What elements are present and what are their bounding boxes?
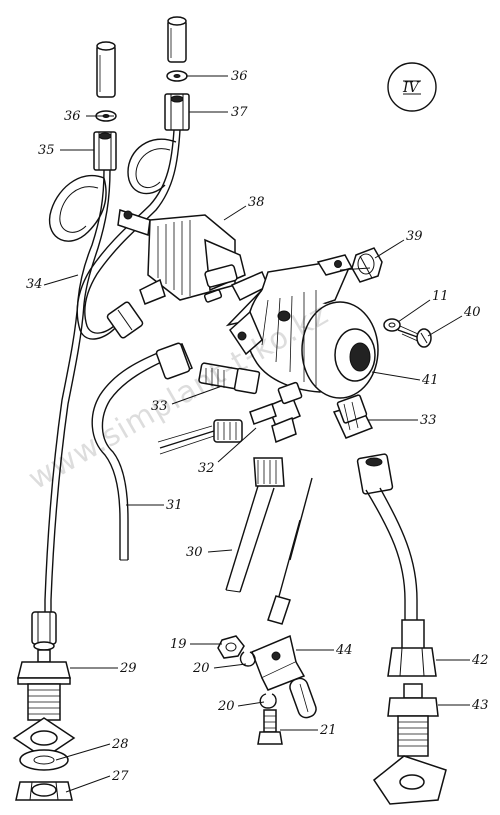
callout-38: 38: [248, 195, 265, 210]
callout-44: 44: [335, 643, 353, 658]
callout-35: 35: [38, 143, 55, 158]
pipe-30: [225, 457, 285, 593]
callout-30: 30: [186, 545, 203, 560]
solenoid-38: [117, 209, 269, 305]
union-nut-pipe-end: [106, 301, 144, 339]
fitting-29: [17, 649, 71, 721]
section-label: IV: [402, 80, 421, 96]
motor-housing-41: [225, 254, 379, 399]
pin: [289, 677, 317, 719]
callout-27: 27: [111, 769, 129, 784]
washer-36-right: [166, 70, 188, 82]
tube-cap-right: [167, 16, 187, 63]
union-nut-35: [93, 131, 117, 171]
nut-19: [217, 635, 245, 659]
union-nut-42: [387, 619, 437, 677]
callout-19: 19: [170, 637, 187, 652]
section-badge: IV: [387, 62, 437, 112]
callout-36-left: 36: [64, 109, 81, 124]
pipe-42: [267, 453, 418, 640]
union-nut-left-bottom: [31, 611, 57, 651]
bolt-21: [257, 709, 283, 745]
callout-41: 41: [421, 373, 439, 388]
callout-36-right: 36: [231, 69, 248, 84]
callout-43: 43: [471, 698, 489, 713]
callout-33-left: 33: [151, 399, 168, 414]
callout-labels: 36 36 37 35 38 39 34 11 40 41 33 33 32 3…: [26, 69, 489, 784]
callout-11: 11: [432, 289, 449, 304]
callout-20-lower: 20: [217, 699, 235, 714]
tube-cap-left: [96, 41, 116, 98]
fitting-43: [372, 683, 447, 805]
fitting-33-left: [198, 362, 261, 395]
nut-39: [351, 247, 383, 283]
callout-42: 42: [471, 653, 489, 668]
callout-32: 32: [198, 461, 215, 476]
fitting-33-right: [332, 394, 374, 439]
union-nut-37: [164, 93, 190, 131]
pipe-34: [44, 169, 111, 612]
lock-washer-20-upper: [239, 651, 256, 667]
washer-11: [383, 318, 401, 332]
callout-29: 29: [119, 661, 137, 676]
tee-fitting: [249, 381, 303, 444]
pipe-31: [91, 342, 193, 561]
washer-28: [12, 717, 76, 771]
callout-40: 40: [463, 305, 481, 320]
bracket-44: [251, 634, 306, 691]
banjo-bolt-32: [157, 419, 243, 455]
callout-33-right: 33: [420, 413, 437, 428]
pipe-37-loop: [76, 129, 181, 340]
leader-lines: [43, 75, 470, 793]
nut-27: [15, 781, 73, 801]
callout-39: 39: [406, 229, 423, 244]
callout-28: 28: [111, 737, 129, 752]
callout-31: 31: [166, 498, 183, 513]
callout-34: 34: [26, 277, 43, 292]
callout-37: 37: [231, 105, 248, 120]
screw-40: [397, 325, 432, 348]
lock-washer-20-lower: [259, 693, 277, 709]
callout-20-upper: 20: [192, 661, 210, 676]
callout-21: 21: [319, 723, 337, 738]
